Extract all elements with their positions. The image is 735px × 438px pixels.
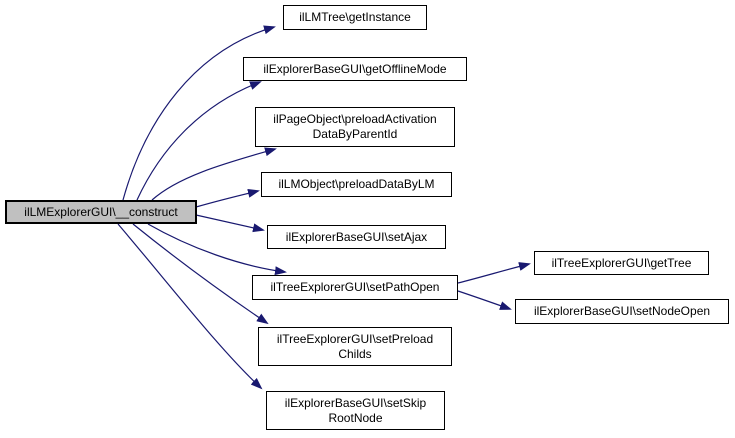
graph-node-setNodeOpen[interactable]: ilExplorerBaseGUI\setNodeOpen bbox=[515, 299, 729, 324]
edge-setPathOpen-to-setNodeOpen bbox=[457, 290, 512, 310]
edge-setPathOpen-to-getTree bbox=[457, 262, 531, 284]
graph-node-getTree[interactable]: ilTreeExplorerGUI\getTree bbox=[534, 251, 709, 275]
graph-node-getInstance[interactable]: ilLMTree\getInstance bbox=[283, 5, 427, 30]
edge-construct-to-setPreloadChilds bbox=[132, 223, 269, 325]
graph-node-setPathOpen[interactable]: ilTreeExplorerGUI\setPathOpen bbox=[252, 275, 458, 300]
graph-node-setSkipRootNode[interactable]: ilExplorerBaseGUI\setSkip RootNode bbox=[266, 391, 445, 430]
graph-node-setAjax[interactable]: ilExplorerBaseGUI\setAjax bbox=[267, 225, 446, 249]
edge-construct-to-setSkipRootNode bbox=[117, 223, 263, 390]
graph-node-preloadDataByLM[interactable]: ilLMObject\preloadDataByLM bbox=[261, 172, 452, 197]
edge-construct-to-setAjax bbox=[195, 214, 265, 233]
edge-construct-to-setPathOpen bbox=[147, 223, 287, 276]
edge-construct-to-getInstance bbox=[122, 25, 276, 201]
graph-node-construct: ilLMExplorerGUI\__construct bbox=[5, 200, 197, 224]
graph-node-setPreloadChilds[interactable]: ilTreeExplorerGUI\setPreload Childs bbox=[258, 327, 452, 366]
edge-construct-to-getOfflineMode bbox=[136, 81, 262, 201]
edge-construct-to-preloadDataByLM bbox=[195, 188, 260, 208]
edge-construct-to-preloadActivation bbox=[151, 147, 277, 201]
graph-node-getOfflineMode[interactable]: ilExplorerBaseGUI\getOfflineMode bbox=[243, 57, 467, 81]
graph-node-preloadActivation[interactable]: ilPageObject\preloadActivation DataByPar… bbox=[255, 107, 455, 147]
